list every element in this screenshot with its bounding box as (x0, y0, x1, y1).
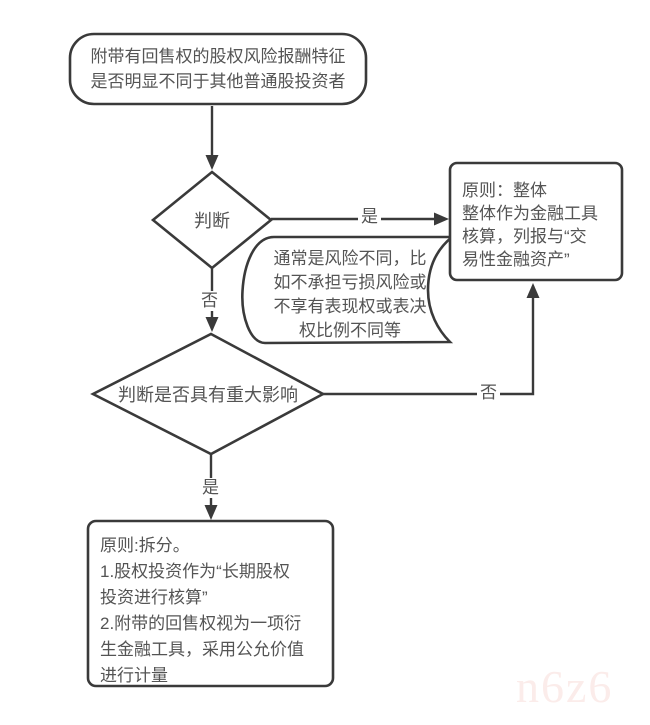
decision2-label: 判断是否具有重大影响 (118, 385, 298, 405)
arrowhead-to-split-box (204, 505, 218, 520)
callout-label: 通常是风险不同，比 如不承担亏损风险或 不享有表现权或表决 权比例不同等 (273, 249, 427, 340)
connector-decision2-no (323, 286, 535, 396)
start-node-shape (68, 32, 368, 106)
edge-label-no-1: 否 (198, 291, 221, 311)
watermark-text: n6z6 (516, 661, 614, 712)
arrowhead-to-whole-box (434, 212, 449, 226)
split-principle-label: 原则:拆分。 1.股权投资作为“长期股权 投资进行核算” 2.附带的回售权视为一… (100, 536, 304, 685)
arrowhead-to-decision2 (205, 317, 219, 332)
whole-node-shape (448, 161, 624, 282)
edge-label-yes-2: 是 (199, 478, 222, 498)
split-node-shape (86, 519, 335, 688)
edge-label-yes-1: 是 (358, 207, 381, 227)
arrowhead-no-to-whole-box (526, 283, 540, 298)
edge-label-no-2: 否 (477, 383, 500, 403)
arrowhead-to-decision1 (205, 155, 219, 170)
whole-principle-label: 原则：整体 整体作为金融工具 核算，列报与“交 易性金融资产” (462, 181, 598, 269)
callout-bubble-shape (241, 235, 456, 345)
start-node-label: 附带有回售权的股权风险报酬特征 是否明显不同于其他普通股投资者 (90, 47, 346, 91)
decision1-label: 判断 (194, 211, 230, 231)
